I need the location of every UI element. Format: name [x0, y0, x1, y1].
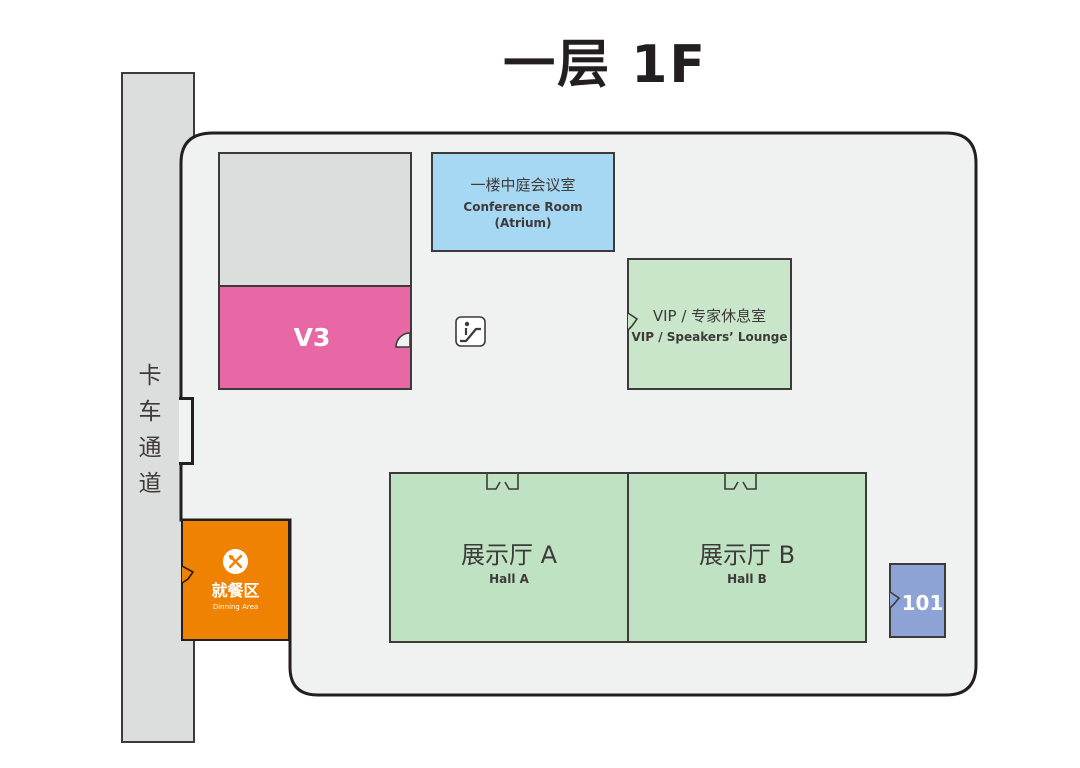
vip-name-en: VIP / Speakers’ Lounge [631, 329, 788, 344]
room-hall-a[interactable]: 展示厅 A Hall A [389, 472, 629, 643]
truck-lane-char: 卡 [138, 363, 162, 389]
room-vip-lounge[interactable]: VIP / 专家休息室 VIP / Speakers’ Lounge [627, 258, 792, 390]
hall-a-name-cn: 展示厅 A [460, 541, 558, 569]
hall-b-name-en: Hall B [727, 572, 767, 586]
floor-title: 一层 1F [503, 35, 707, 95]
truck-lane-label: 卡 车 通 道 [128, 358, 172, 502]
hall-b-name-cn: 展示厅 B [698, 541, 796, 569]
room-v3[interactable]: V3 [218, 285, 412, 390]
room-v3-label: V3 [293, 323, 331, 352]
truck-lane-dock [179, 397, 194, 465]
hall-a-name-en: Hall A [489, 572, 529, 586]
unlabeled-room [218, 152, 412, 287]
fork-knife-icon [223, 549, 248, 574]
truck-lane-char: 车 [138, 399, 162, 425]
room-conference-atrium[interactable]: 一楼中庭会议室 Conference Room (Atrium) [431, 152, 615, 252]
room-dining-area[interactable]: 就餐区 Dinning Area [181, 519, 290, 641]
dining-name-en: Dinning Area [212, 603, 259, 611]
room-hall-b[interactable]: 展示厅 B Hall B [627, 472, 867, 643]
vip-name-cn: VIP / 专家休息室 [652, 306, 767, 325]
dining-name-cn: 就餐区 [211, 581, 260, 600]
room-101[interactable]: 101 [889, 563, 946, 638]
conference-name-en: Conference Room [463, 199, 583, 214]
room-101-label: 101 [901, 590, 944, 615]
truck-lane-char: 道 [138, 471, 162, 497]
escalator-icon [455, 316, 486, 347]
conference-name-en-sub: (Atrium) [494, 215, 552, 230]
truck-lane-char: 通 [138, 435, 162, 461]
conference-name-cn: 一楼中庭会议室 [470, 175, 576, 194]
